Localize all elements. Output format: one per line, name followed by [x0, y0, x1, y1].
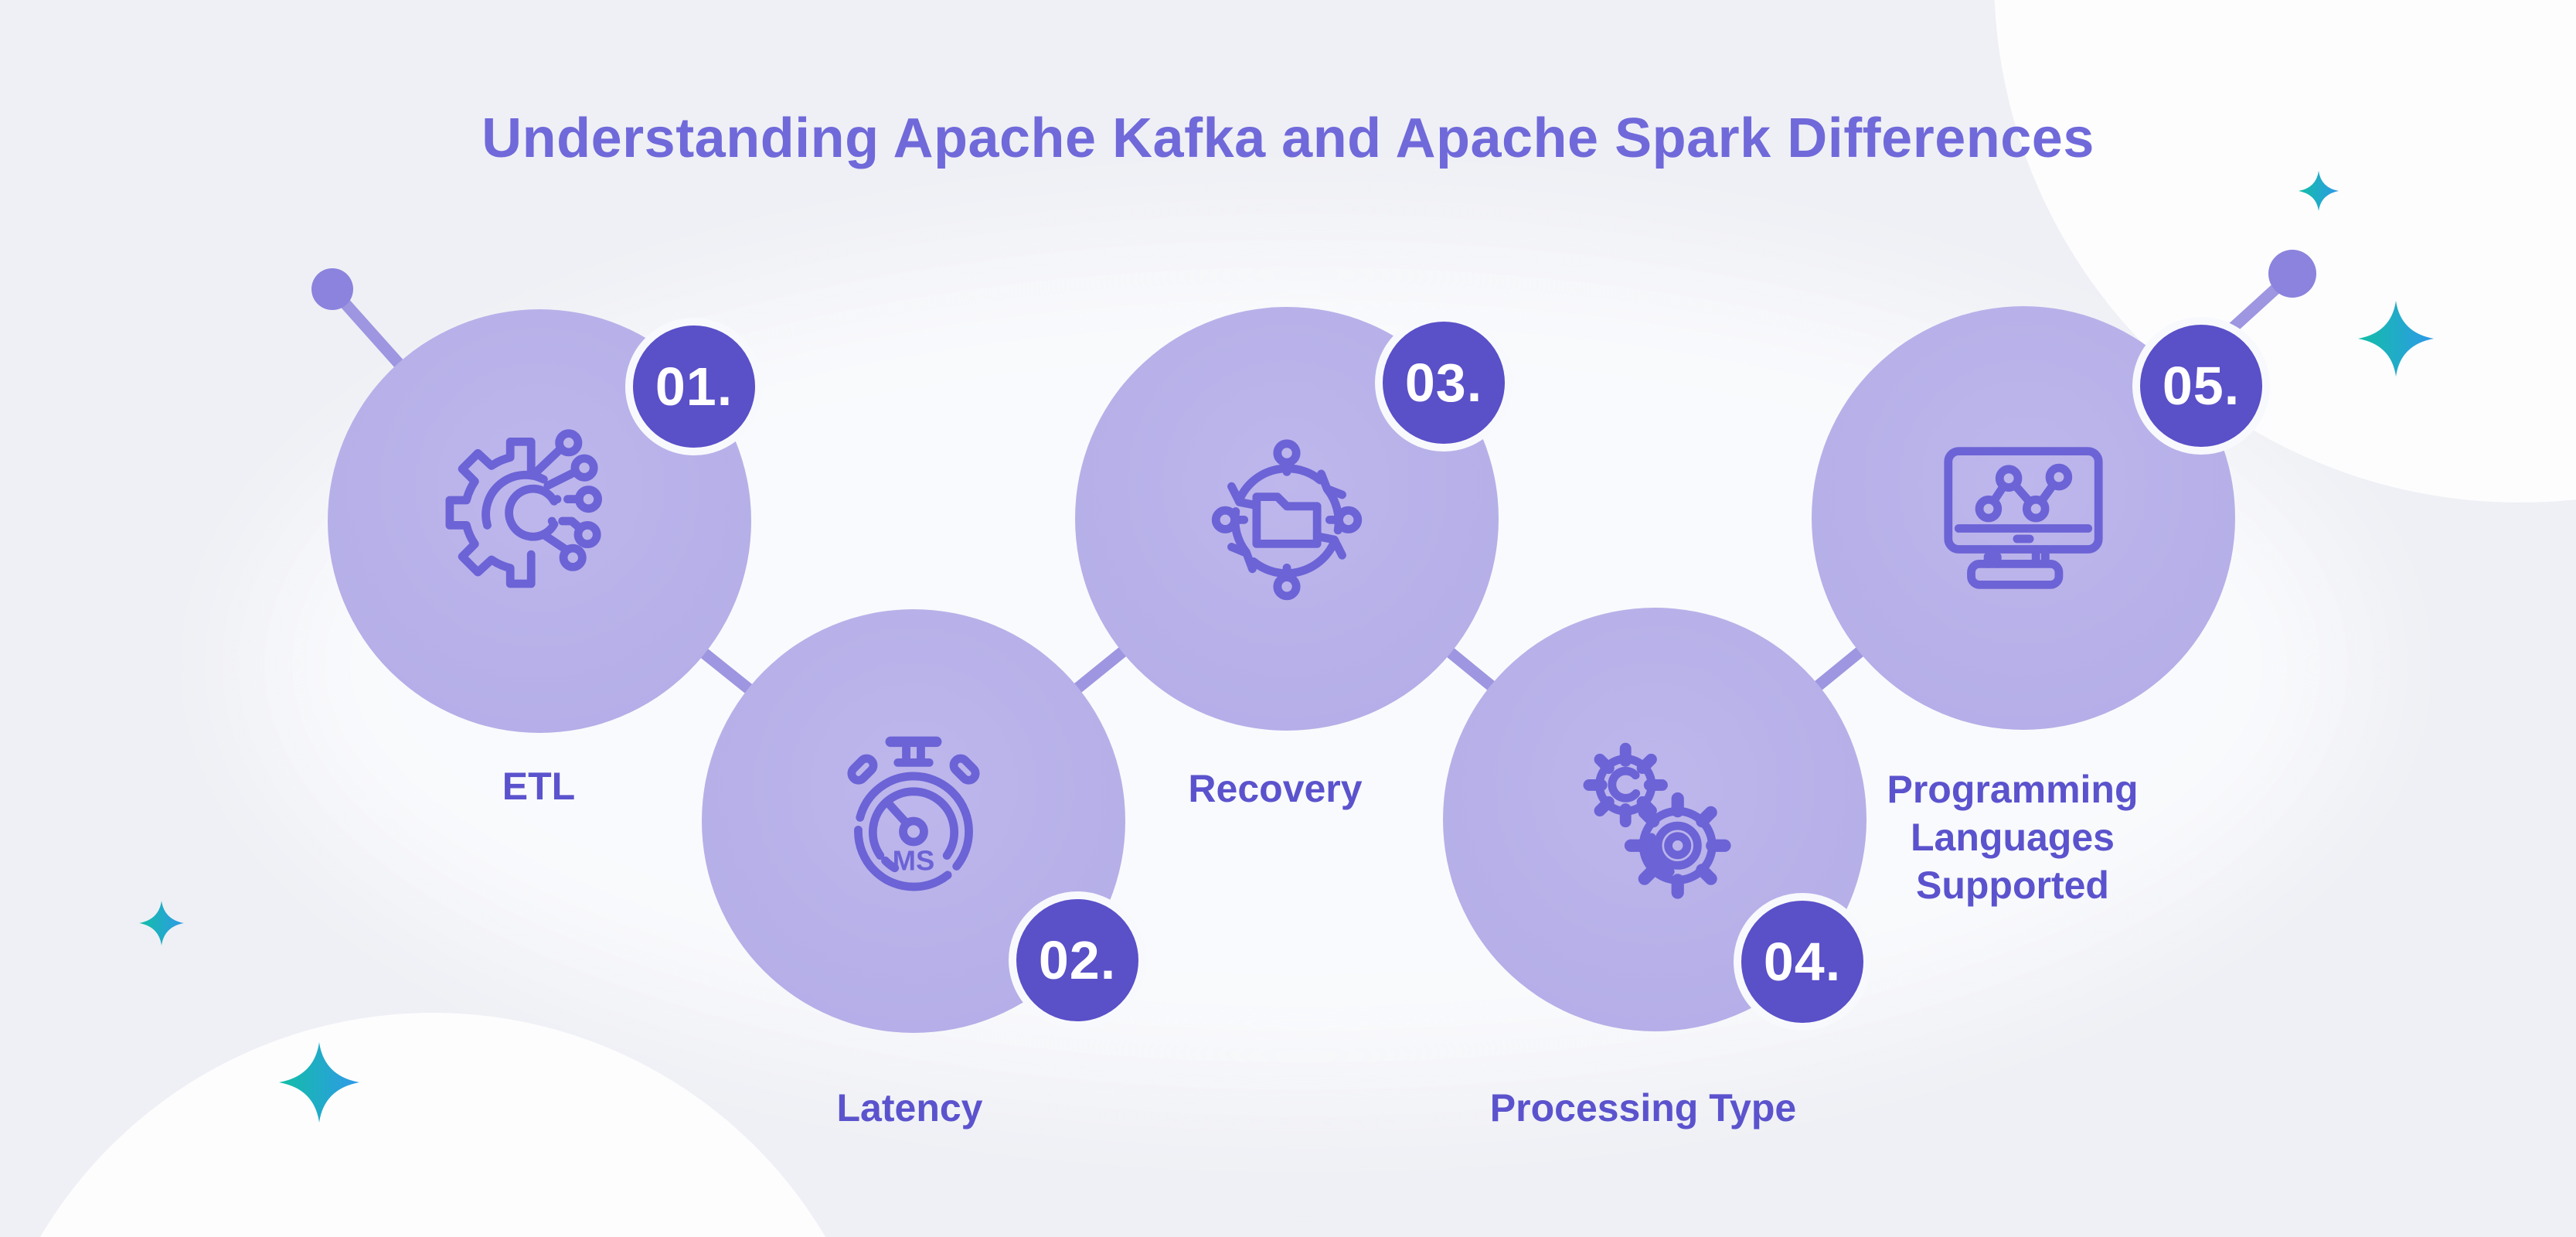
step-number: 01.	[655, 356, 733, 417]
sparkle-icon	[2299, 171, 2339, 211]
step-number: 05.	[2162, 356, 2241, 416]
gears-icon	[1583, 742, 1731, 899]
step-badge-5: 05.	[2132, 317, 2270, 455]
step-badge-3: 03.	[1375, 314, 1513, 452]
sparkle-icon	[2358, 301, 2434, 377]
step-number: 04.	[1763, 932, 1842, 992]
step-label-1: ETL	[502, 765, 576, 808]
sparkle-icon	[279, 1042, 359, 1123]
stopwatch-icon: MS	[847, 736, 980, 891]
step-badge-4: 04.	[1734, 893, 1871, 1031]
page-title: Understanding Apache Kafka and Apache Sp…	[482, 107, 2094, 170]
monitor-chart-icon	[1944, 447, 2103, 589]
step-number: 02.	[1038, 930, 1117, 990]
stopwatch-ms-text: MS	[893, 844, 935, 876]
connector-end-dot-left	[311, 268, 353, 310]
step-badge-2: 02.	[1009, 891, 1146, 1029]
etl-gear-circuit-icon	[445, 429, 602, 588]
folder-sync-icon	[1211, 439, 1363, 601]
step-label-4: Processing Type	[1489, 1086, 1797, 1130]
connector-end-dot-right	[2268, 250, 2316, 298]
sparkle-icon	[139, 901, 184, 946]
step-label-5: Programming Languages Supported	[1887, 768, 2139, 907]
step-label-2: Latency	[836, 1086, 983, 1130]
step-label-3: Recovery	[1188, 767, 1363, 810]
step-badge-1: 01.	[625, 318, 763, 455]
step-number: 03.	[1404, 353, 1483, 413]
